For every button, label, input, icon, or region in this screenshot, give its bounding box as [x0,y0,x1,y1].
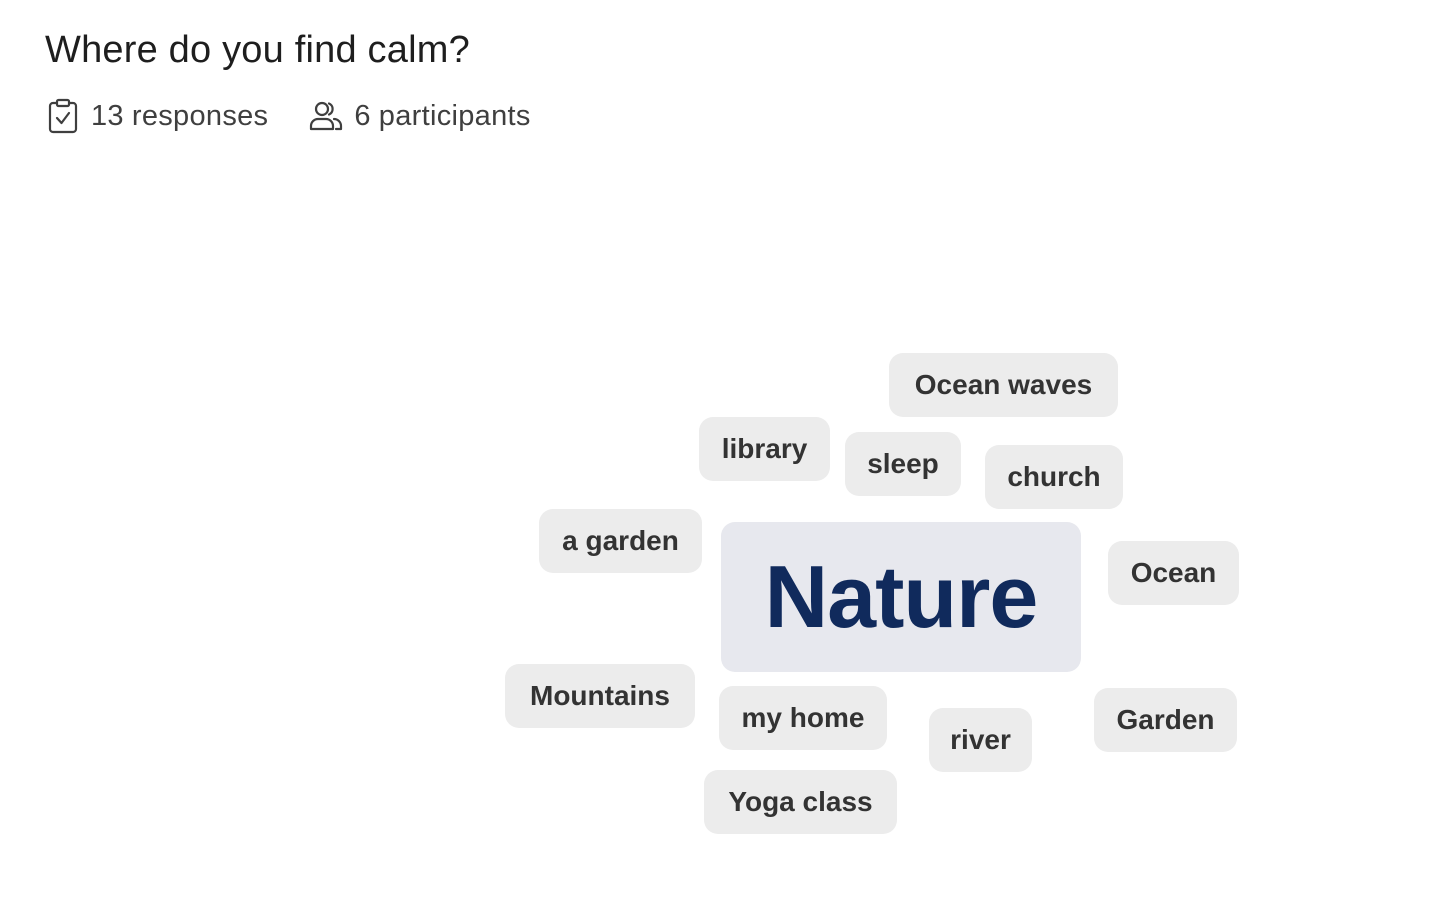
responses-label: responses [131,99,269,132]
word-nature-top: Nature [721,522,1081,672]
word-sleep: sleep [845,432,961,496]
clipboard-check-icon [45,98,81,134]
word-river: river [929,708,1032,772]
responses-count: 13 [91,99,124,132]
word-ocean: Ocean [1108,541,1239,605]
participants-label: participants [378,99,531,132]
word-garden: Garden [1094,688,1237,752]
participants-count: 6 [354,99,371,132]
question-title: Where do you find calm? [45,29,470,71]
word-library: library [699,417,830,481]
users-icon [308,98,344,134]
word-a-garden: a garden [539,509,702,573]
word-yoga-class: Yoga class [704,770,897,834]
word-church: church [985,445,1123,509]
word-ocean-waves: Ocean waves [889,353,1118,417]
word-mountains: Mountains [505,664,695,728]
word-my-home: my home [719,686,887,750]
